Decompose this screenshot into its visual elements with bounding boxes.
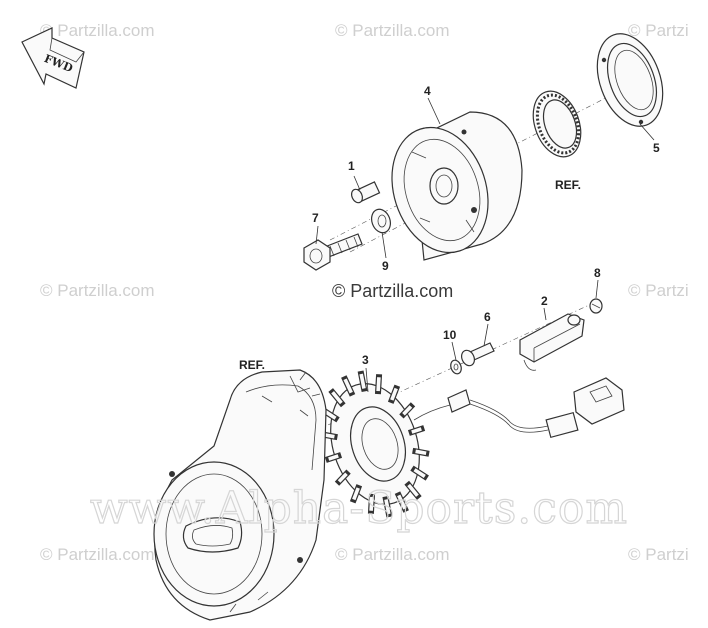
stator-tooth-fill <box>337 472 348 483</box>
stator-tooth-fill <box>397 494 407 510</box>
part-5-seal <box>596 33 664 127</box>
stator-tooth-fill <box>384 499 391 515</box>
stator-tooth-fill <box>328 454 339 461</box>
callout-5: 5 <box>653 141 660 155</box>
stator-tooth-fill <box>390 387 398 401</box>
stator-tooth-fill <box>343 378 353 394</box>
part-4-flywheel <box>391 111 523 261</box>
stator-tooth-fill <box>413 468 426 478</box>
watermark-large: www.Alpha-Sports.com <box>90 483 628 534</box>
part-10-washer <box>450 359 462 375</box>
watermark-top-center: © Partzilla.com <box>335 21 450 40</box>
ref-label-starter-clutch: REF. <box>555 178 581 192</box>
part-2-pulser <box>519 313 585 371</box>
stator-tooth-fill <box>376 377 381 392</box>
callout-8: 8 <box>594 266 601 280</box>
watermark-center: © Partzilla.com <box>332 281 453 301</box>
part-7-flange-bolt <box>303 233 363 271</box>
stator-tooth-fill <box>415 449 427 456</box>
stator-tooth-fill <box>331 391 343 405</box>
watermark-mid-right: © Partzi <box>628 281 689 300</box>
part-1-bolt <box>350 181 381 204</box>
stator-tooth-fill <box>402 405 413 416</box>
part-3-stator <box>320 370 625 518</box>
stator-tooth-fill <box>411 427 422 434</box>
part-8-screw <box>589 298 603 314</box>
stator-tooth-fill <box>324 410 337 420</box>
starter-clutch <box>532 90 582 158</box>
watermark-top-left: © Partzilla.com <box>40 21 155 40</box>
callout-4: 4 <box>424 84 431 98</box>
stator-tooth-fill <box>352 487 360 501</box>
fwd-arrow-icon: FWD <box>21 27 85 89</box>
callout-2: 2 <box>541 294 548 308</box>
callout-numbers: 1 2 3 4 5 6 7 8 9 10 <box>312 84 660 367</box>
stator-tooth-fill <box>359 373 366 389</box>
watermark-bottom-center: © Partzilla.com <box>335 545 450 564</box>
callout-3: 3 <box>362 353 369 367</box>
stator-tooth-fill <box>369 496 374 511</box>
crankcase-cover <box>153 369 327 621</box>
callout-1: 1 <box>348 159 355 173</box>
leader-lines <box>315 97 655 393</box>
watermark-mid-left: © Partzilla.com <box>40 281 155 300</box>
stator-tooth-fill <box>407 483 419 497</box>
callout-10: 10 <box>443 328 457 342</box>
part-9-washer <box>370 208 392 234</box>
callout-9: 9 <box>382 259 389 273</box>
callout-7: 7 <box>312 211 319 225</box>
callout-6: 6 <box>484 310 491 324</box>
watermark-top-right: © Partzi <box>628 21 689 40</box>
ref-label-crankcase-cover: REF. <box>239 358 265 372</box>
watermark-layer: © Partzilla.com © Partzilla.com © Partzi… <box>40 21 689 564</box>
watermark-bottom-left: © Partzilla.com <box>40 545 155 564</box>
watermark-bottom-right: © Partzi <box>628 545 689 564</box>
part-6-bolt <box>460 342 495 367</box>
